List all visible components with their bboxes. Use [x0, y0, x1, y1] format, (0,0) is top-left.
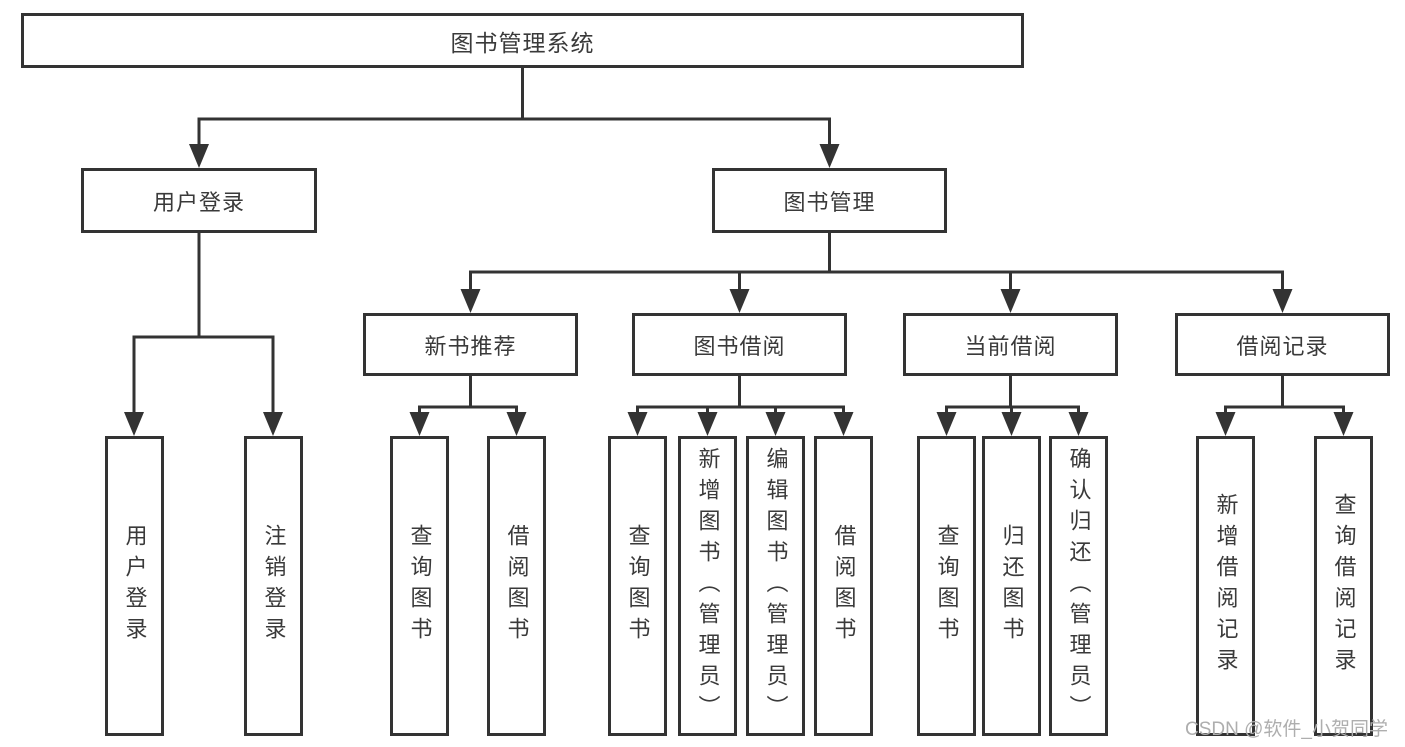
node-book-borrow: 图书借阅: [632, 313, 847, 376]
leaf-query-books-current: 查询图书: [917, 436, 976, 736]
csdn-watermark: CSDN @软件_小贺同学: [1185, 719, 1388, 740]
node-book-management: 图书管理: [712, 168, 947, 233]
node-user-login: 用户登录: [81, 168, 317, 233]
leaf-edit-books-admin: 编辑图书（管理员）: [746, 436, 805, 736]
node-current-borrow-label: 当前借阅: [964, 333, 1057, 359]
arrow-down-icons: [124, 144, 1354, 436]
leaf-user-login: 用户登录: [105, 436, 164, 736]
leaf-label: 归还图书: [999, 524, 1025, 648]
leaf-return-books: 归还图书: [982, 436, 1041, 736]
node-borrow-records-label: 借阅记录: [1236, 333, 1329, 359]
node-root: 图书管理系统: [21, 13, 1024, 68]
leaf-query-books-newbook: 查询图书: [390, 436, 449, 736]
leaf-label: 查询图书: [625, 524, 651, 648]
leaf-logout: 注销登录: [244, 436, 303, 736]
leaf-label: 借阅图书: [831, 524, 857, 648]
node-book-management-label: 图书管理: [783, 189, 876, 215]
leaf-label: 注销登录: [261, 524, 287, 648]
leaf-label: 借阅图书: [504, 524, 530, 648]
leaf-label: 查询图书: [407, 524, 433, 648]
leaf-query-books-borrow: 查询图书: [608, 436, 667, 736]
node-book-borrow-label: 图书借阅: [693, 333, 786, 359]
leaf-query-borrow-record: 查询借阅记录: [1314, 436, 1373, 736]
leaf-confirm-return-admin: 确认归还（管理员）: [1049, 436, 1108, 736]
leaf-label: 新增借阅记录: [1213, 493, 1239, 679]
leaf-borrow-books-newbook: 借阅图书: [487, 436, 546, 736]
leaf-label: 编辑图书（管理员）: [763, 446, 789, 726]
node-current-borrow: 当前借阅: [903, 313, 1118, 376]
node-new-book-recommend: 新书推荐: [363, 313, 578, 376]
leaf-add-books-admin: 新增图书（管理员）: [678, 436, 737, 736]
leaf-label: 用户登录: [122, 524, 148, 648]
leaf-label: 确认归还（管理员）: [1066, 446, 1092, 726]
leaf-borrow-books: 借阅图书: [814, 436, 873, 736]
node-borrow-records: 借阅记录: [1175, 313, 1390, 376]
leaf-label: 查询图书: [934, 524, 960, 648]
leaf-add-borrow-record: 新增借阅记录: [1196, 436, 1255, 736]
node-new-book-recommend-label: 新书推荐: [424, 333, 517, 359]
node-root-label: 图书管理系统: [450, 29, 595, 56]
leaf-label: 查询借阅记录: [1331, 493, 1357, 679]
leaf-label: 新增图书（管理员）: [695, 446, 721, 726]
node-user-login-label: 用户登录: [152, 189, 245, 215]
tree-edges: [132, 68, 1345, 414]
